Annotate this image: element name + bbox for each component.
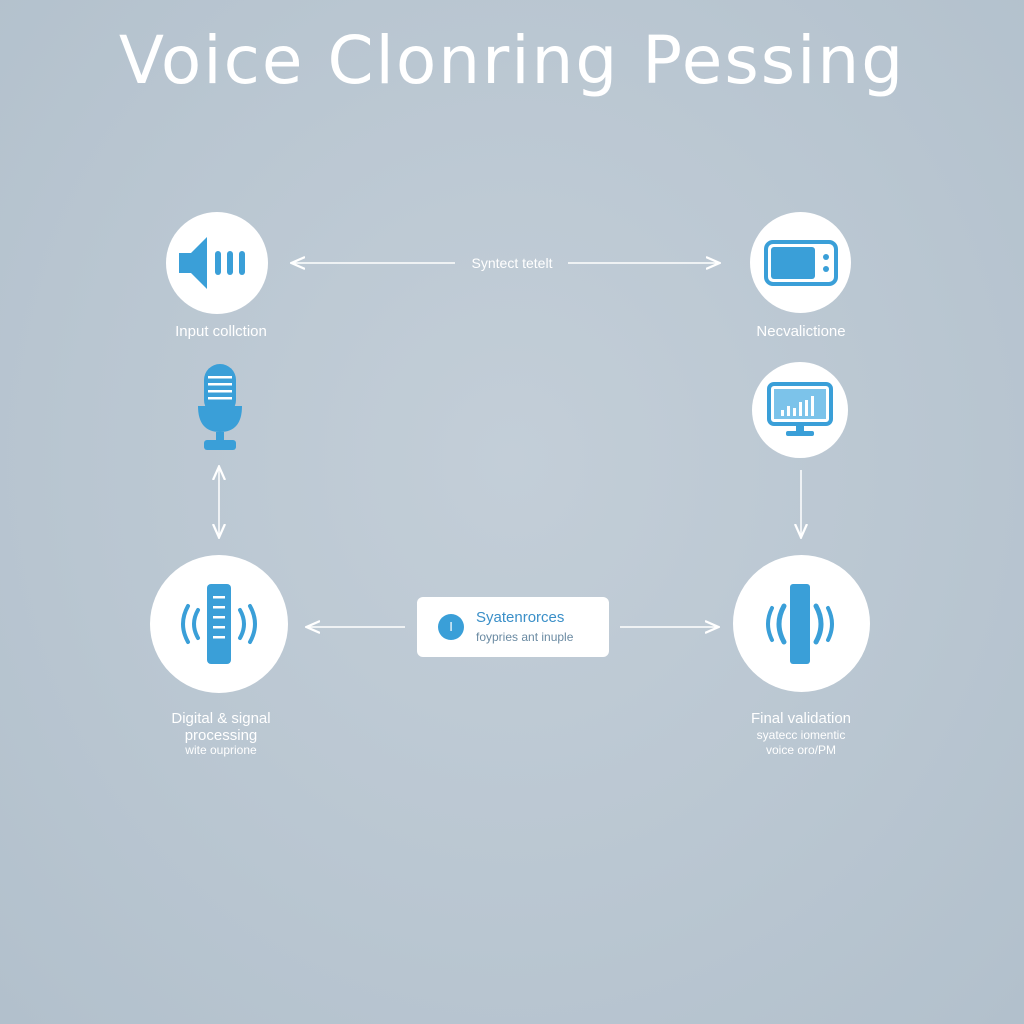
dsp-label-line1: Digital & signal — [171, 710, 271, 727]
monitor-chart-icon — [767, 382, 833, 436]
monitor-node — [752, 362, 848, 458]
input-collection-label: Input collction — [175, 323, 267, 340]
card-subtitle: foypries ant inuple — [476, 630, 574, 644]
info-badge-icon: I — [438, 614, 464, 640]
card-title: Syatenrorces — [476, 609, 565, 626]
microphone-node — [195, 362, 245, 454]
speaker-icon — [179, 237, 245, 289]
input-collection-node — [166, 212, 268, 314]
microphone-icon — [198, 364, 242, 450]
broadcast-icon — [765, 583, 834, 664]
signal-bar-icon — [181, 584, 257, 664]
necvalictione-node — [750, 212, 851, 313]
dsp-label-line2: processing — [184, 727, 258, 744]
top-connector-label: Syntect tetelt — [471, 255, 553, 271]
final-validation-sub1: syatecc iomentic — [756, 728, 846, 742]
center-card: I Syatenrorces foypries ant inuple — [417, 597, 609, 657]
dsp-node — [150, 555, 288, 693]
final-validation-node — [733, 555, 870, 692]
page-title: Voice Clonring Pessing — [118, 22, 906, 99]
dsp-sublabel: wite ouprione — [185, 743, 257, 757]
final-validation-sub2: voice oro/PM — [765, 743, 837, 757]
final-validation-label: Final validation — [750, 710, 852, 727]
necvalictione-label: Necvalictione — [756, 323, 846, 340]
device-icon — [763, 239, 838, 286]
